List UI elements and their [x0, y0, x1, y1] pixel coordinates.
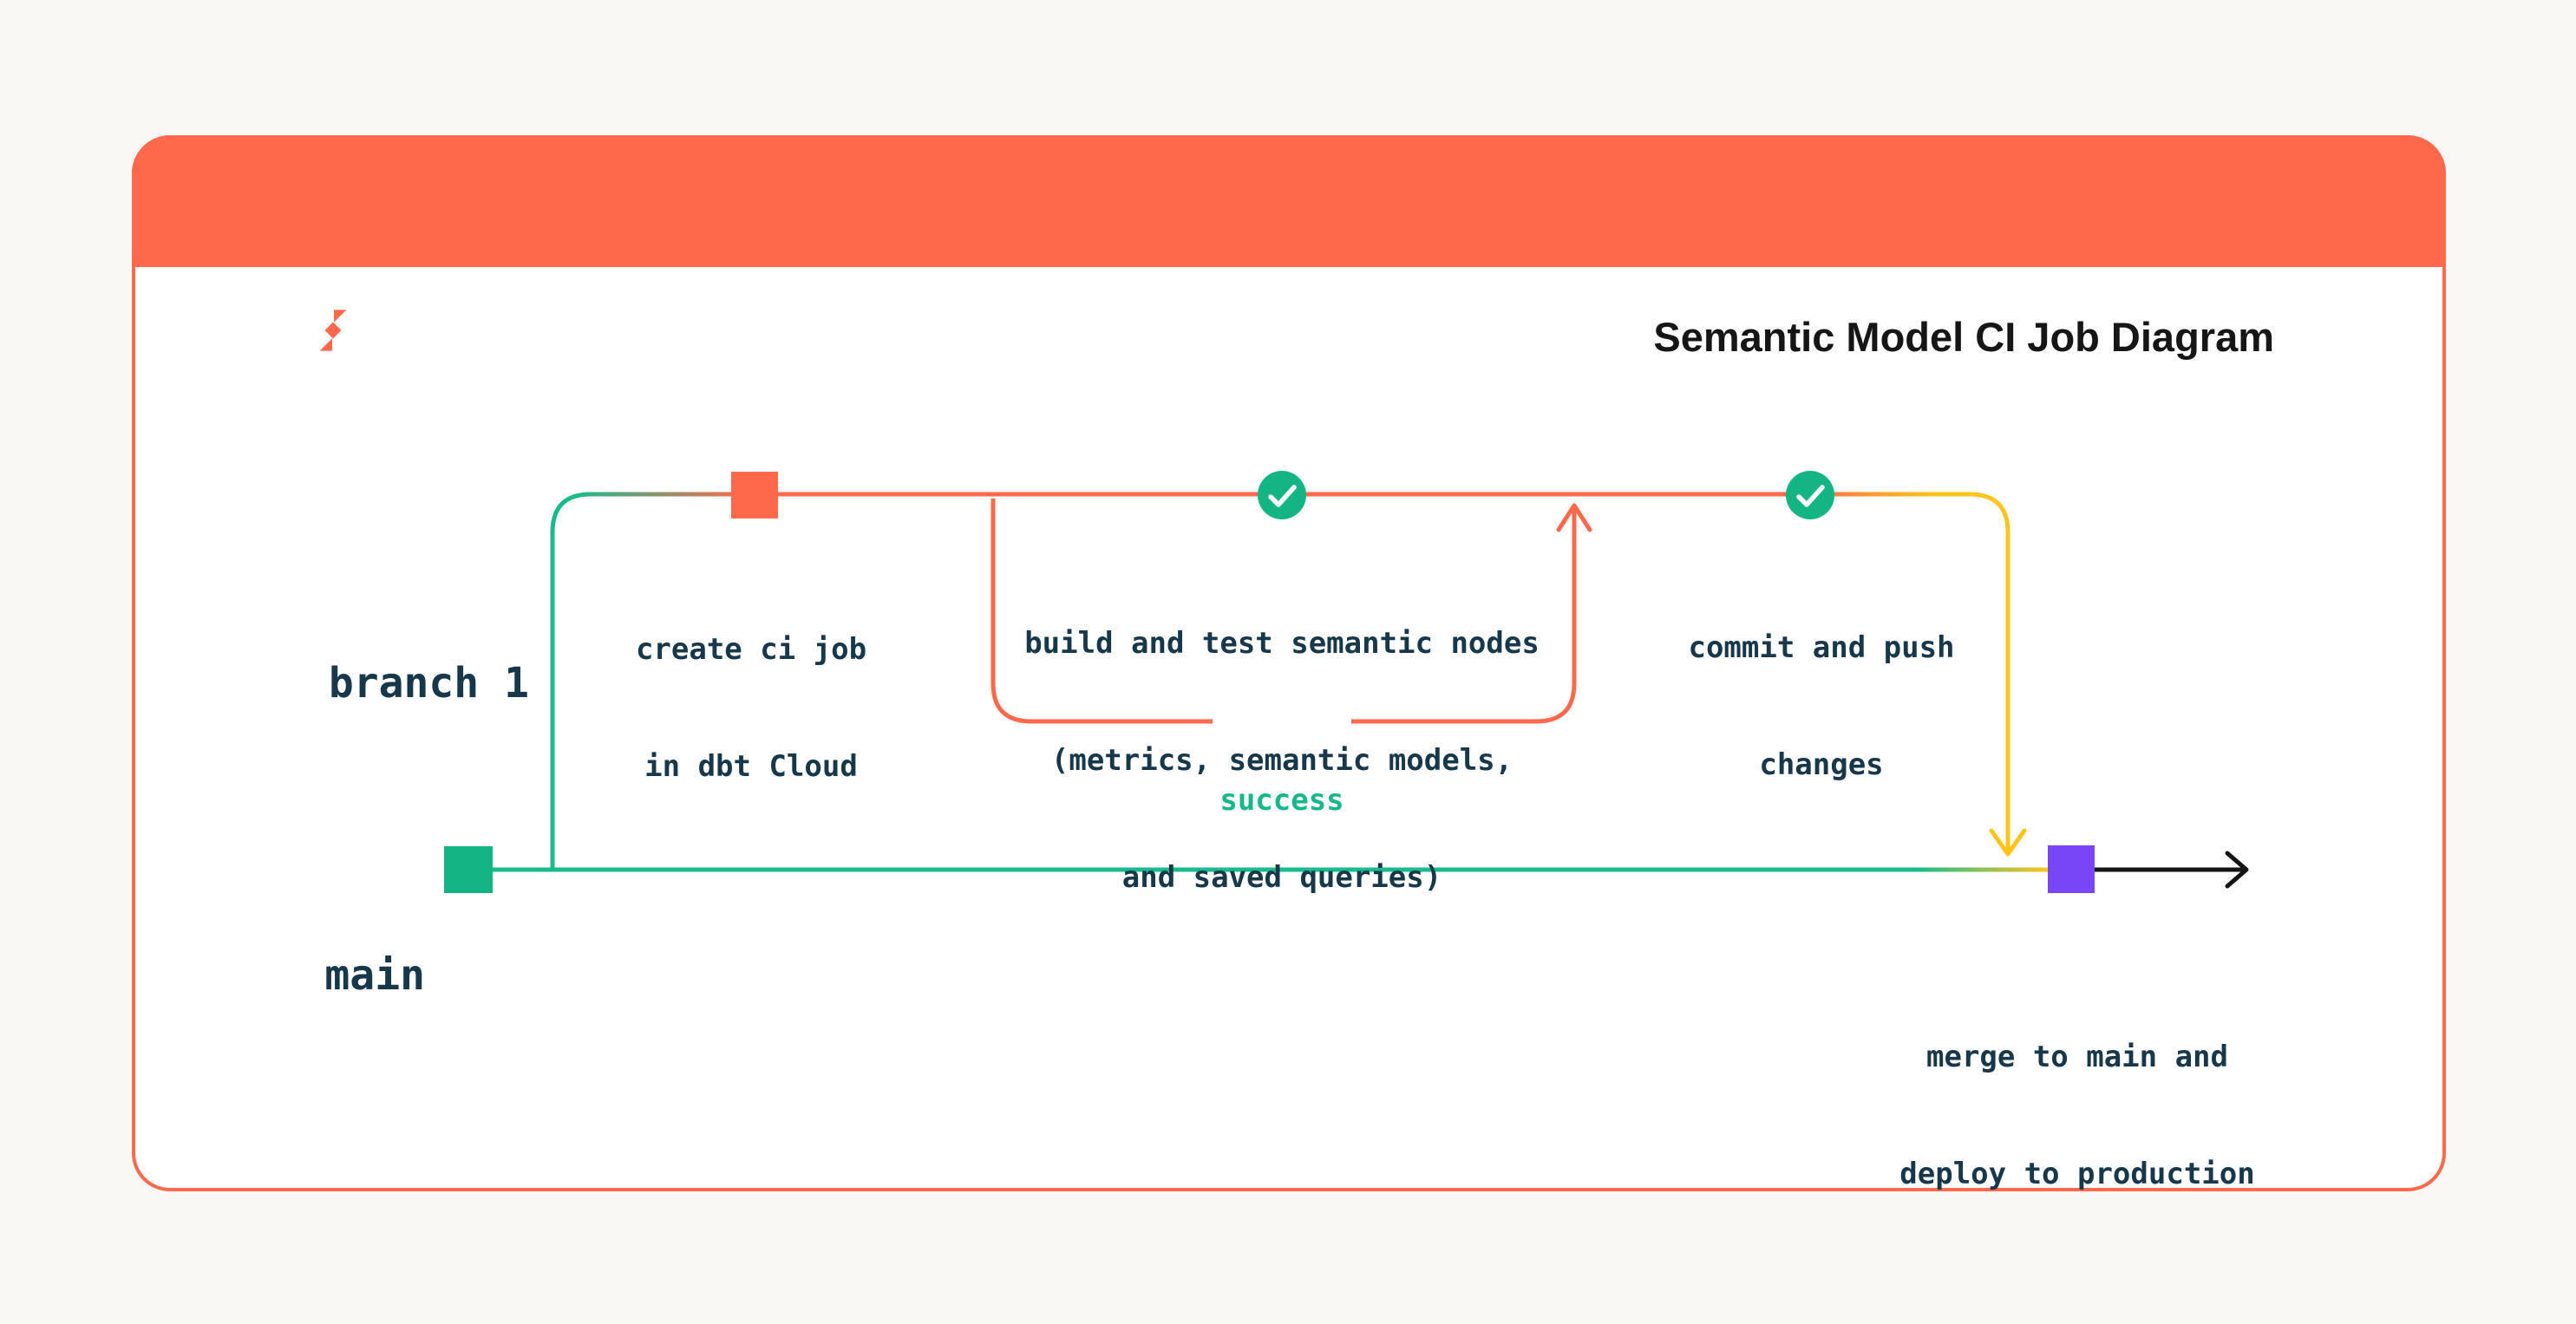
- node-merge-deploy-line2: deploy to production: [1899, 1157, 2255, 1191]
- node-merge-deploy-line1: merge to main and: [1926, 1040, 2228, 1074]
- node-build-test-caption: build and test semantic nodes (metrics, …: [978, 546, 1585, 975]
- success-loop-line: [991, 499, 1577, 724]
- commit-push-check-circle-icon: [1786, 471, 1834, 519]
- create-ci-commit-square: [731, 472, 778, 519]
- node-create-ci-line2: in dbt Cloud: [644, 749, 858, 784]
- branch-1-label-text: branch 1: [328, 659, 529, 708]
- build-test-check-circle-icon: [1258, 471, 1306, 519]
- node-create-ci-caption: create ci job in dbt Cloud: [491, 552, 1011, 864]
- card-header: Semantic Model CI Job Diagram: [132, 135, 2446, 360]
- node-merge-deploy-caption: merge to main and deploy to production: [1817, 960, 2337, 1272]
- main-continuation-arrowhead-icon: [2225, 851, 2249, 889]
- node-build-test-line3: and saved queries): [1121, 860, 1442, 895]
- page-title: Semantic Model CI Job Diagram: [1653, 313, 2274, 360]
- diagram-card: [132, 135, 2446, 1191]
- success-loop-arrowhead-icon: [1556, 503, 1592, 532]
- dbt-logo-icon: [312, 310, 354, 351]
- node-commit-push-line2: changes: [1759, 747, 1884, 782]
- branch-1-label: branch 1: [226, 553, 529, 813]
- node-commit-push-caption: commit and push changes: [1561, 551, 2082, 863]
- main-commit-square: [444, 846, 493, 893]
- success-label: success: [1152, 703, 1412, 898]
- node-create-ci-line1: create ci job: [635, 632, 867, 667]
- merge-commit-square: [2048, 845, 2095, 893]
- node-commit-push-line1: commit and push: [1688, 630, 1955, 665]
- branch-merge-arrowhead-icon: [1989, 828, 2027, 857]
- node-build-test-line1: build and test semantic nodes: [1024, 626, 1540, 661]
- success-label-text: success: [1219, 783, 1344, 818]
- main-label: main: [121, 845, 425, 1106]
- node-build-test-line2: (metrics, semantic models,: [1050, 743, 1514, 778]
- main-label-text: main: [324, 951, 425, 1000]
